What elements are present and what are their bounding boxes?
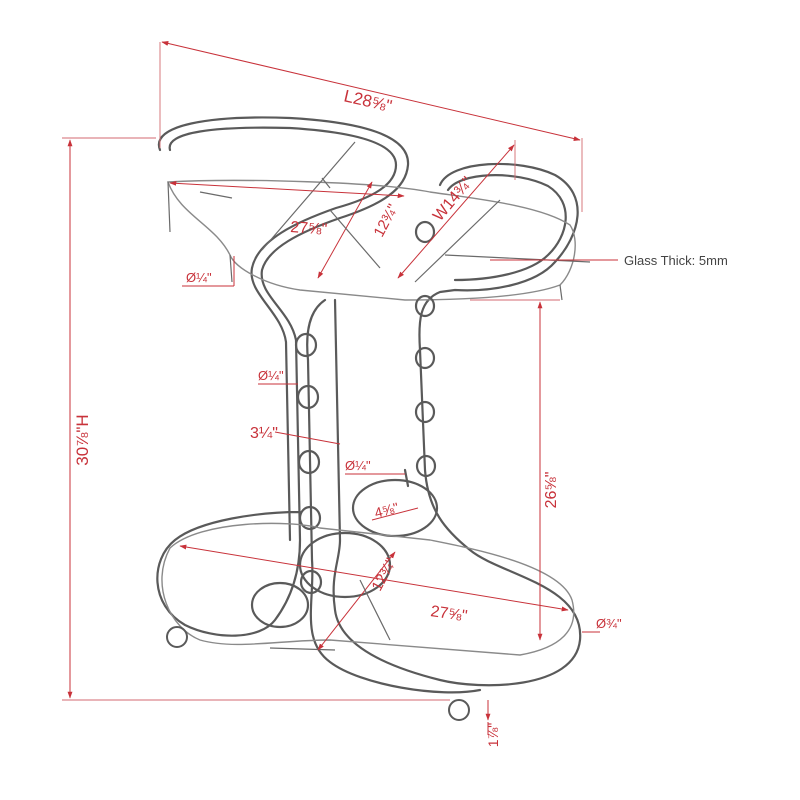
bottom-glass-shelf: [161, 522, 575, 656]
wheel-right: [448, 699, 470, 721]
holder-ring-dia-label: 4⅝": [373, 499, 401, 521]
wheel-left: [166, 626, 188, 648]
width-dimension-line: [397, 144, 515, 279]
right-frame-tube: [332, 162, 582, 687]
bottom-shelf-depth-label: 12¾": [369, 555, 400, 593]
wheel-height-label: 1⅞": [485, 723, 501, 747]
shelf-height-label: 26⅝": [543, 472, 560, 509]
tube-dia-holder-label: Ø¼": [258, 368, 284, 383]
top-glass-shelf: [167, 179, 576, 301]
tube-dia-top-label: Ø¼": [186, 270, 212, 285]
small-holder-ring: [250, 581, 310, 629]
ring-spacing-label: 3¼": [250, 425, 278, 442]
top-shelf-depth-label: 12¾": [371, 201, 402, 239]
height-label: 30⅞"H: [73, 414, 92, 465]
tube-dia-inner-label: Ø¼": [345, 458, 371, 473]
front-s-tube: [306, 298, 482, 694]
dimension-lines: [62, 41, 618, 735]
cart-outline: [156, 116, 591, 721]
glass-thickness-note: Glass Thick: 5mm: [624, 253, 728, 268]
width-label: W14¾": [430, 174, 476, 225]
frame-dia-label: Ø¾": [596, 616, 622, 631]
length-dimension-line: [161, 41, 581, 141]
top-shelf-length-label: 27⅝": [290, 219, 328, 239]
length-label: L28⅝": [342, 86, 394, 115]
bottom-shelf-length-label: 27⅝": [429, 603, 468, 625]
